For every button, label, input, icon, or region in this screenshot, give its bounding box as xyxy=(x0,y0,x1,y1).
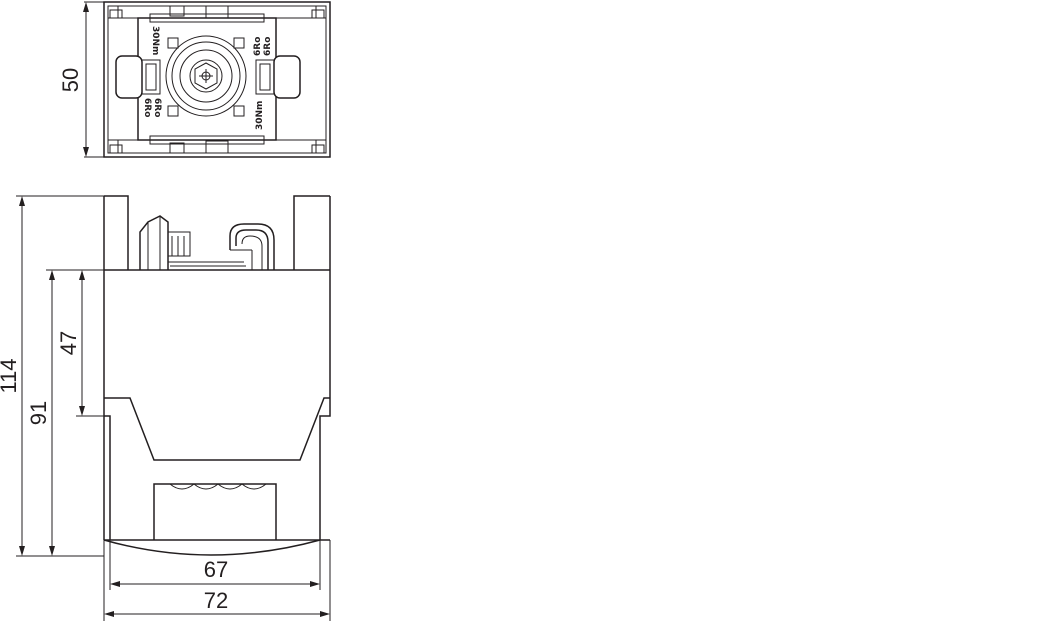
size-label-right-b: 6Ro xyxy=(253,37,263,56)
dimension-height-114: 114 xyxy=(0,195,104,557)
dimension-label-114: 114 xyxy=(0,358,21,393)
dimension-label-67: 67 xyxy=(204,557,228,582)
size-label-right-a: 6Ro xyxy=(263,37,273,56)
dimension-height-50: 50 xyxy=(58,1,104,158)
size-label-left-a: 6Ro xyxy=(142,98,152,117)
top-view: 30Nm 30Nm 6Ro 6Ro 6Ro 6Ro xyxy=(103,1,331,158)
dimension-label-72: 72 xyxy=(204,588,228,613)
front-view xyxy=(103,195,331,556)
dimension-height-47: 47 xyxy=(56,270,104,417)
torque-label-left: 30Nm xyxy=(150,26,160,55)
dimension-width-72: 72 xyxy=(103,540,331,621)
size-label-left-b: 6Ro xyxy=(152,98,162,117)
dimension-label-91: 91 xyxy=(26,401,51,425)
torque-label-right: 30Nm xyxy=(255,101,265,130)
dimension-label-47: 47 xyxy=(56,331,81,355)
dimension-width-67: 67 xyxy=(109,540,321,590)
dimension-label-50: 50 xyxy=(58,68,83,92)
dimension-height-91: 91 xyxy=(26,269,104,556)
